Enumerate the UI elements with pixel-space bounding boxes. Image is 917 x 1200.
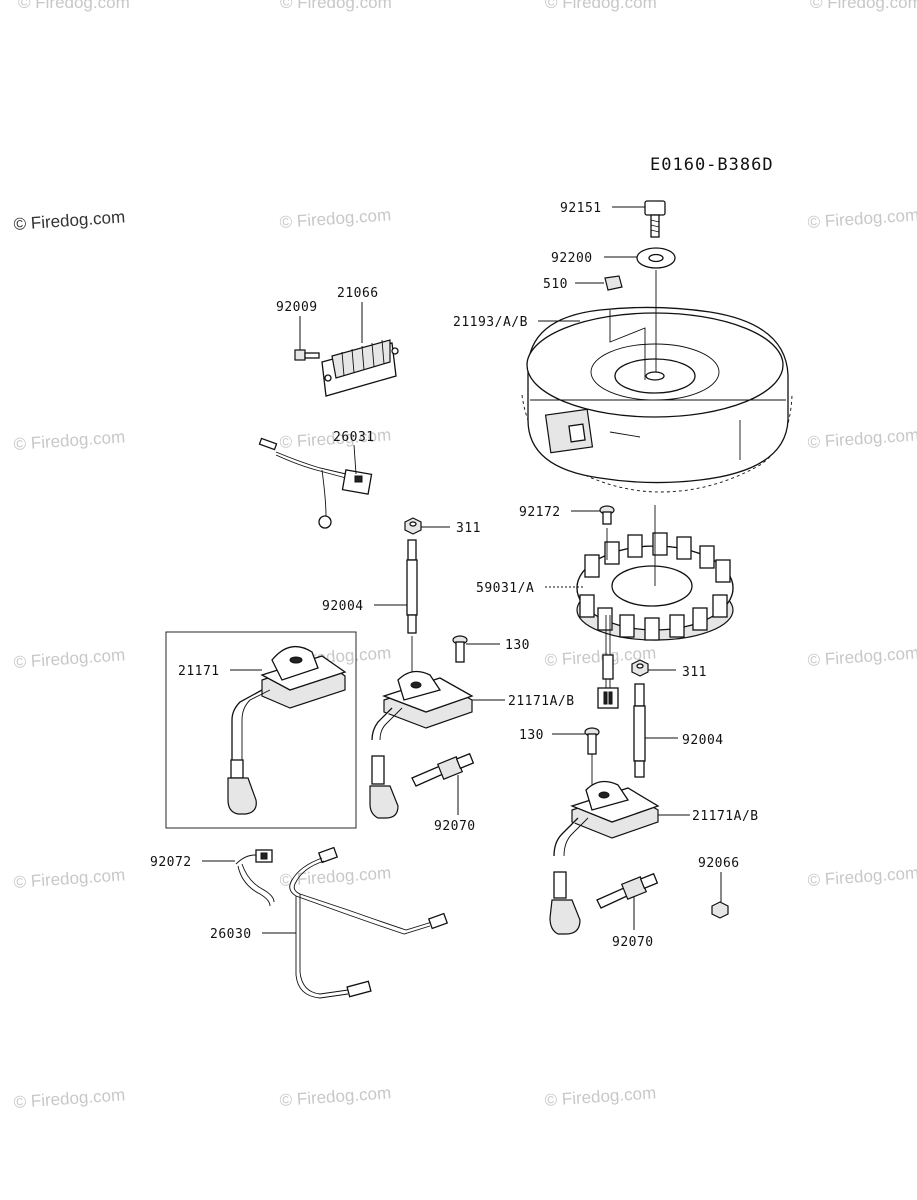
flywheel-21193 [521, 270, 793, 493]
watermark: © Firedog.com [279, 863, 392, 890]
coil-21171ab-right [549, 754, 660, 935]
harness-26031 [258, 437, 373, 529]
part-label-92200: 92200 [551, 251, 593, 266]
part-label-92004-right: 92004 [682, 733, 724, 748]
watermark: © Firedog.com [810, 0, 917, 12]
part-label-92070-left: 92070 [434, 819, 476, 834]
bolt-130-left [452, 635, 468, 663]
part-label-130-right: 130 [519, 728, 544, 743]
watermark: © Firedog.com [545, 0, 657, 12]
watermark: © Firedog.com [18, 0, 130, 12]
nut-92066 [711, 901, 729, 919]
part-label-92151: 92151 [560, 201, 602, 216]
part-label-21193: 21193/A/B [453, 315, 528, 330]
part-label-92172: 92172 [519, 505, 561, 520]
part-label-26030: 26030 [210, 927, 252, 942]
watermark: © Firedog.com [807, 205, 917, 232]
part-label-92009: 92009 [276, 300, 318, 315]
watermark: © Firedog.com [13, 427, 126, 454]
screw-92172 [599, 505, 615, 525]
part-label-510: 510 [543, 277, 568, 292]
key-510 [604, 275, 623, 291]
stator-59031 [576, 505, 734, 709]
regulator-21066 [321, 339, 399, 397]
part-label-92066: 92066 [698, 856, 740, 871]
part-label-26031: 26031 [333, 430, 375, 445]
bolt-130-right [584, 727, 600, 755]
part-label-21171: 21171 [178, 664, 220, 679]
bolt-92151 [644, 200, 666, 238]
diagram-code: E0160-B386D [650, 155, 774, 175]
harness-26030 [289, 846, 449, 999]
nut-311-right [631, 659, 649, 677]
watermark: © Firedog.com [13, 1085, 126, 1112]
coil-21171-box [165, 631, 357, 829]
connector-92072 [235, 849, 275, 907]
plug-92070-left [411, 752, 475, 787]
part-label-59031: 59031/A [476, 581, 534, 596]
watermark: © Firedog.com [544, 1083, 657, 1110]
nut-311-left [404, 517, 422, 535]
watermark-layer: © Firedog.com © Firedog.com © Firedog.co… [13, 0, 917, 1112]
plug-92070-right [596, 872, 659, 909]
watermark: © Firedog.com [279, 205, 392, 232]
stud-92004-right [633, 683, 646, 778]
watermark: © Firedog.com [280, 0, 392, 12]
part-label-92070-right: 92070 [612, 935, 654, 950]
part-label-92072: 92072 [150, 855, 192, 870]
watermark: © Firedog.com [13, 207, 126, 234]
watermark: © Firedog.com [13, 865, 126, 892]
washer-92200 [636, 247, 676, 269]
part-label-130-left: 130 [505, 638, 530, 653]
watermark: © Firedog.com [13, 645, 126, 672]
part-label-92004-left: 92004 [322, 599, 364, 614]
watermark: © Firedog.com [279, 1083, 392, 1110]
screw-92009 [294, 349, 320, 361]
stud-92004-left [406, 539, 418, 634]
watermark: © Firedog.com [807, 425, 917, 452]
part-label-311-left: 311 [456, 521, 481, 536]
part-label-311-right: 311 [682, 665, 707, 680]
coil-21171ab-left [369, 636, 474, 819]
part-label-21171ab-right: 21171A/B [692, 809, 759, 824]
part-label-21171ab-left: 21171A/B [508, 694, 575, 709]
watermark: © Firedog.com [807, 863, 917, 890]
part-label-21066: 21066 [337, 286, 379, 301]
watermark: © Firedog.com [807, 643, 917, 670]
coil-21171 [227, 645, 347, 815]
